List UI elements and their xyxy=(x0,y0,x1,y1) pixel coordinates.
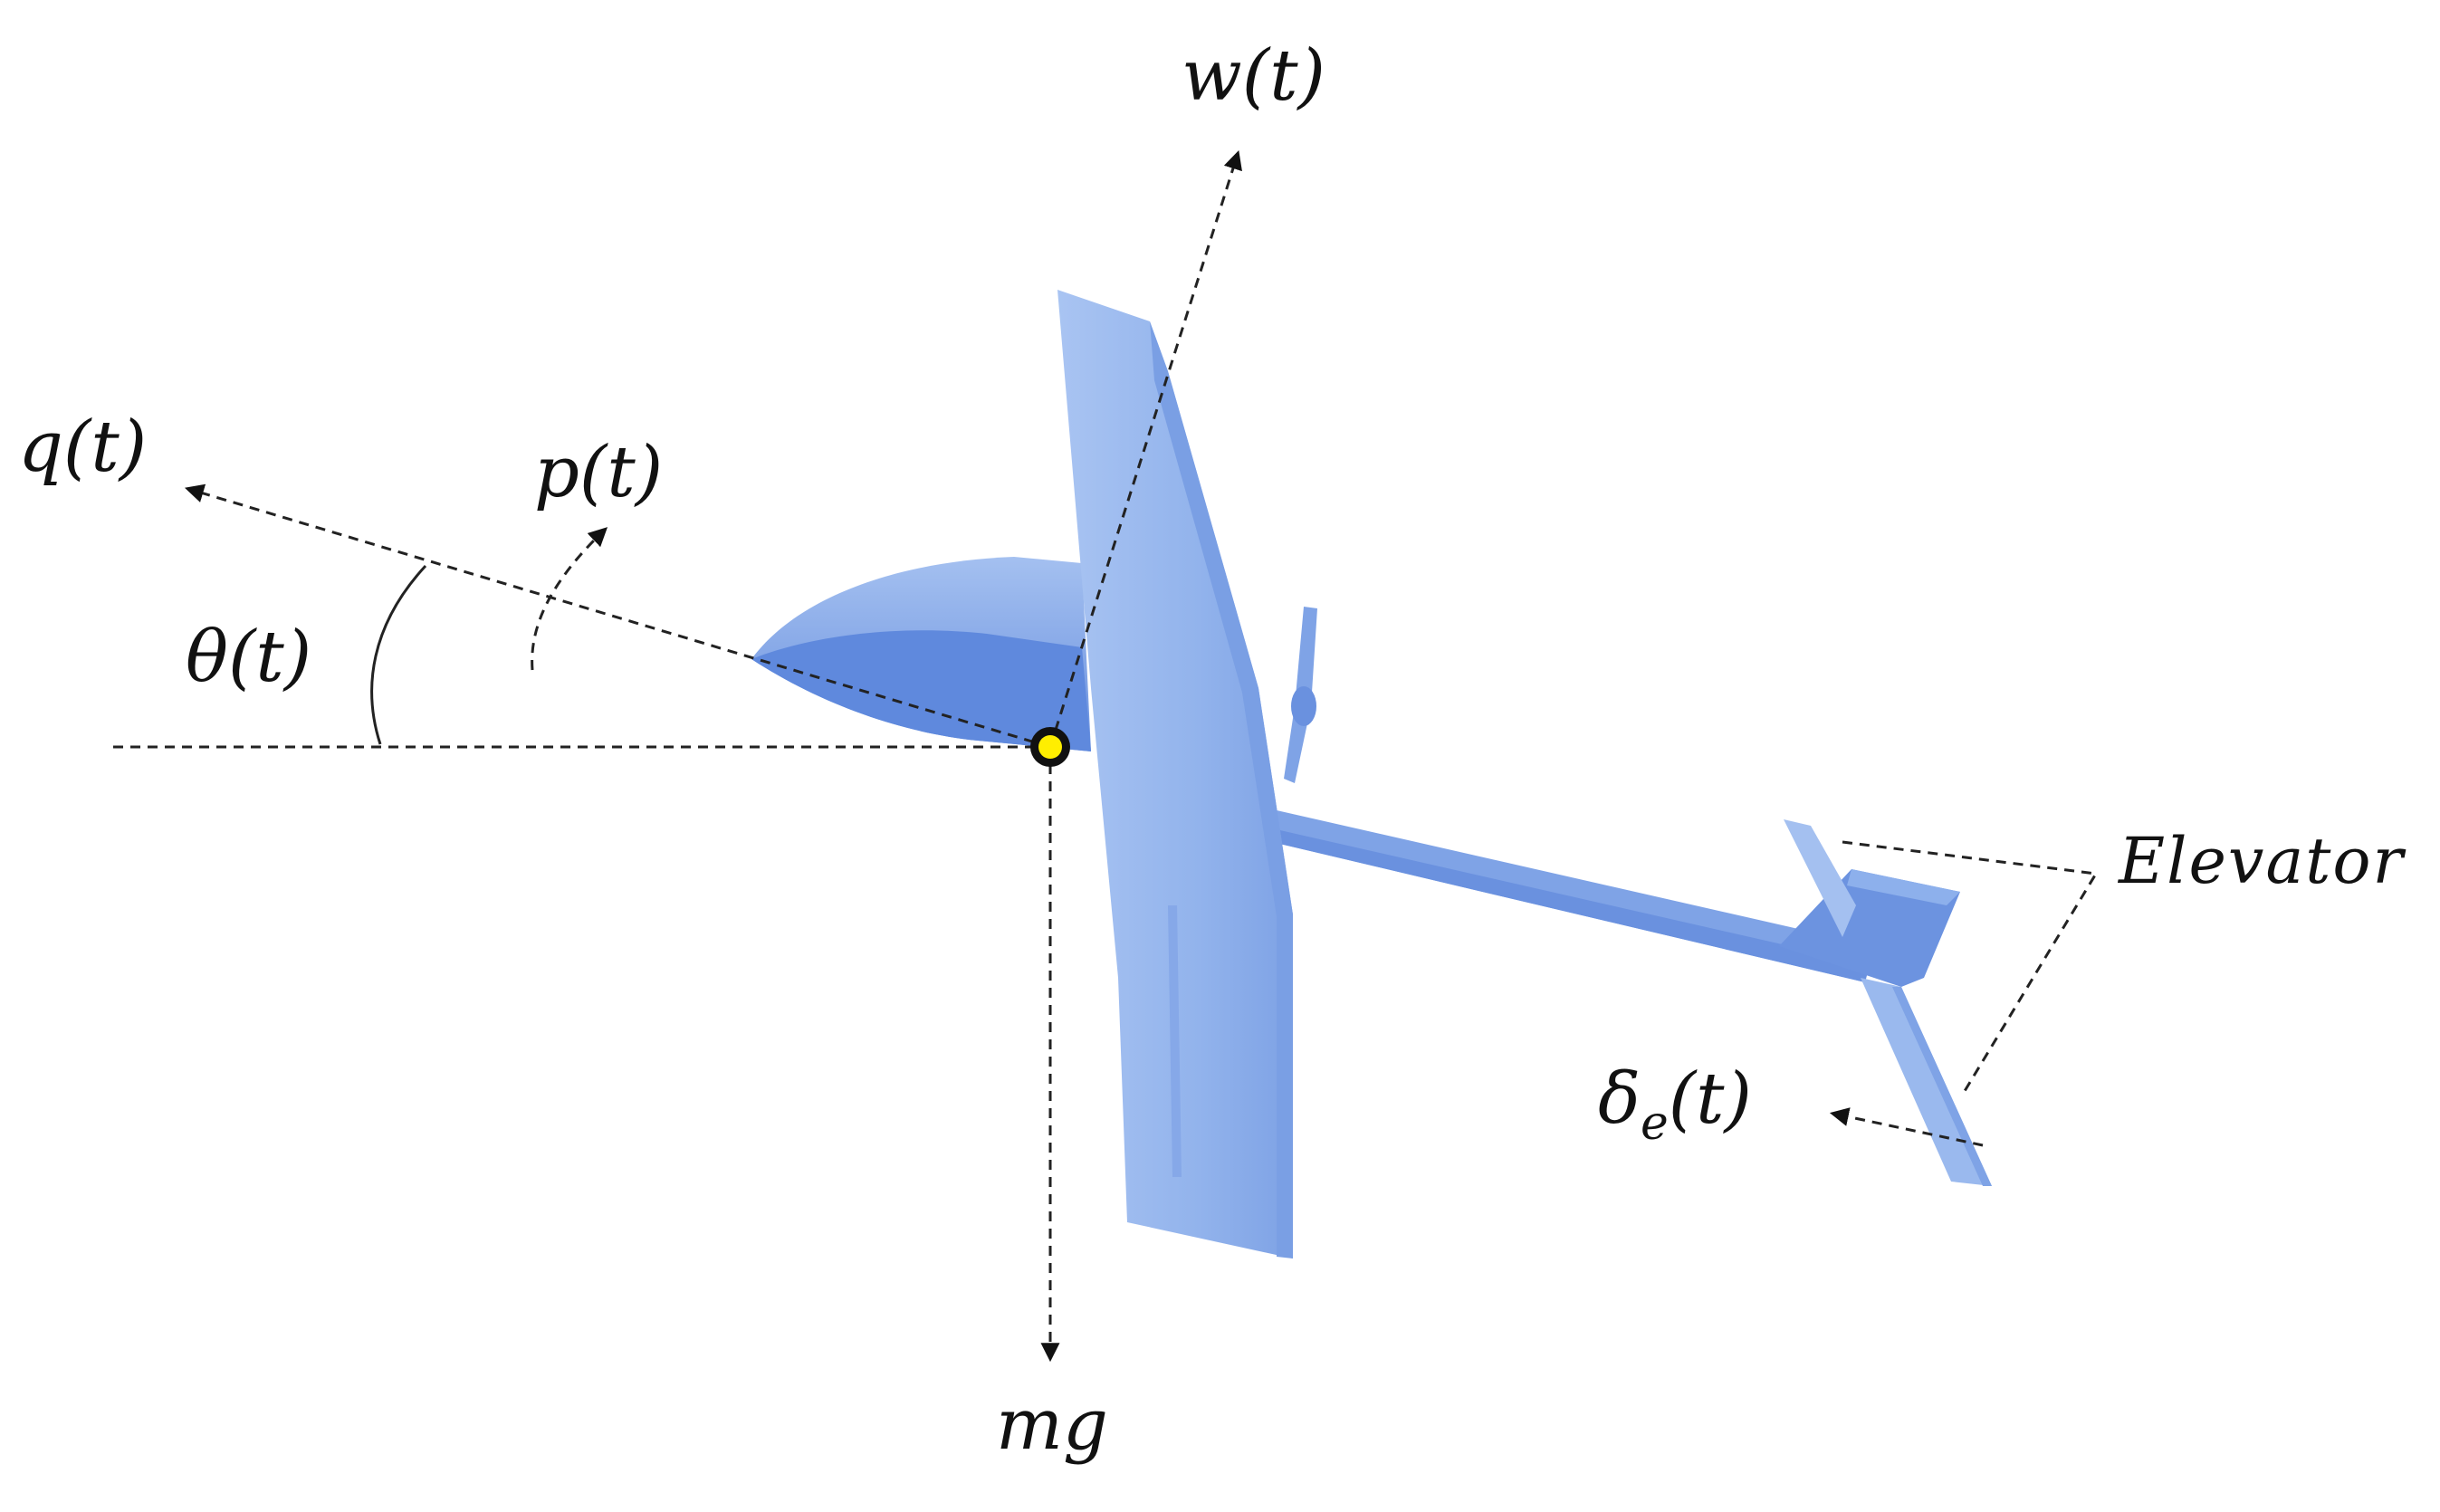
label-elevator: Elevator xyxy=(2117,824,2406,898)
label-theta: θ(t) xyxy=(186,617,311,698)
center-of-gravity-marker-core xyxy=(1038,735,1062,759)
main-wing-leading-edge xyxy=(1150,321,1293,1258)
label-delta-sub: e xyxy=(1641,1096,1669,1151)
theta-angle-arc xyxy=(370,564,427,745)
elevator-surface xyxy=(1861,978,1992,1186)
label-mg: mg xyxy=(996,1384,1108,1466)
label-delta-main: δ xyxy=(1598,1058,1641,1140)
vertical-stabilizer-upper xyxy=(1784,819,1856,937)
tail-boom-shade xyxy=(1272,828,1870,982)
label-q: q(t) xyxy=(18,407,147,488)
main-wing-panel-line xyxy=(1168,905,1182,1177)
axes xyxy=(113,149,2099,1363)
label-elevator-deflection: δe(t) xyxy=(1598,1058,1752,1151)
horizontal-stabilizer-top xyxy=(1847,869,1960,905)
q-axis-arrow xyxy=(184,483,1051,749)
p-rotation-arrow xyxy=(531,527,608,671)
propeller-hub xyxy=(1291,686,1316,726)
elevator-deflection-arrow xyxy=(1829,1107,1984,1147)
label-delta-rest: (t) xyxy=(1669,1058,1752,1140)
aircraft-body xyxy=(751,290,1992,1258)
label-p: p(t) xyxy=(534,432,663,513)
label-w: w(t) xyxy=(1182,35,1325,117)
w-axis-arrow xyxy=(1048,149,1242,748)
nose-pod-face xyxy=(751,630,1091,751)
main-wing xyxy=(1057,290,1293,1258)
elevator-surface-edge xyxy=(1892,987,1992,1186)
